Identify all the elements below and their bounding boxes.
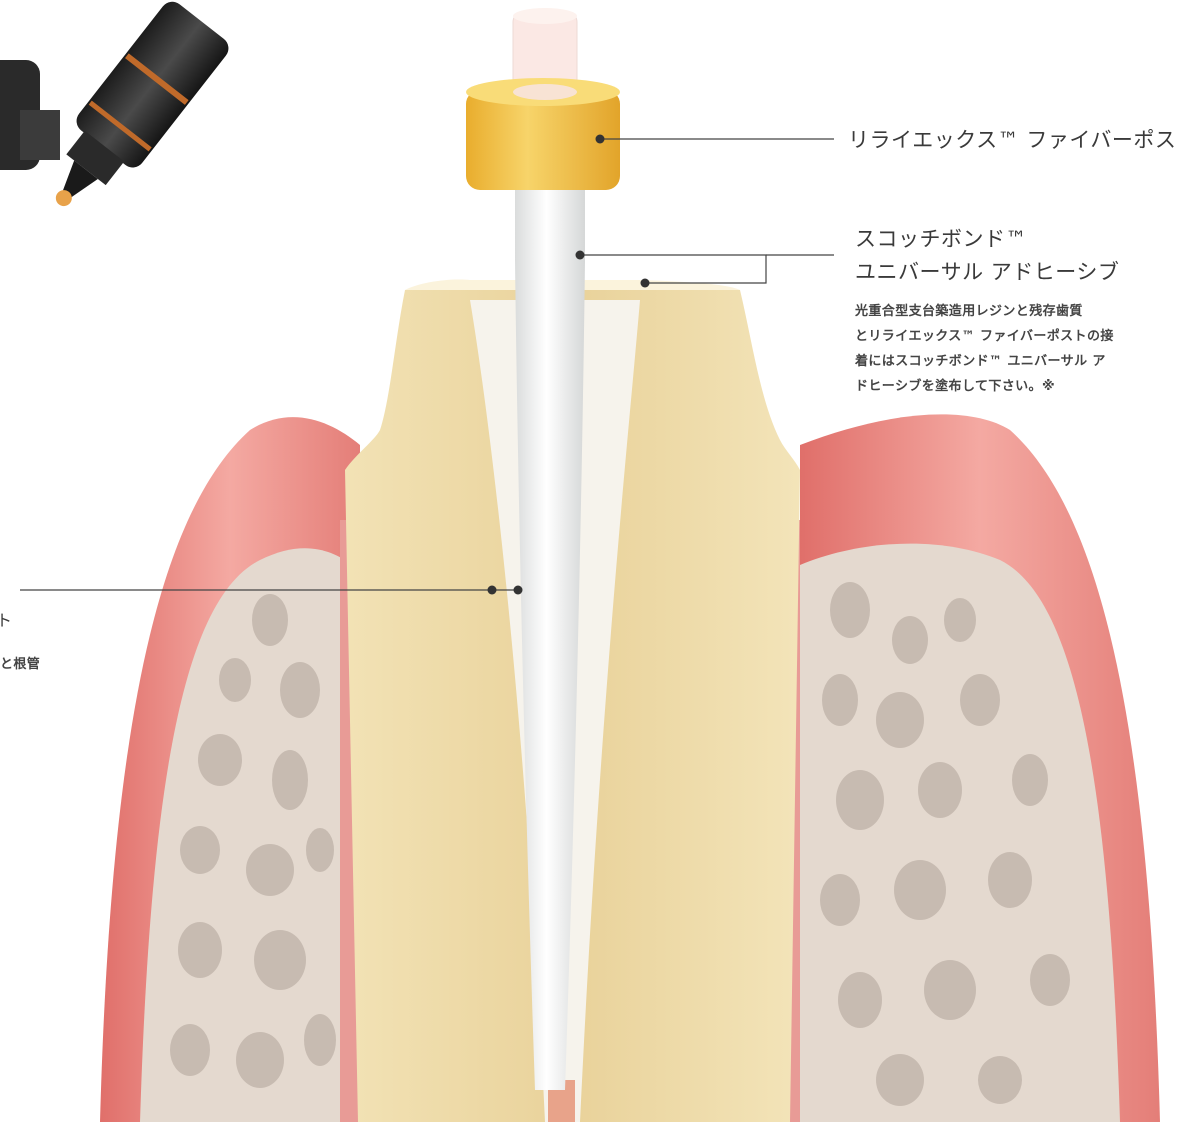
adhesive-note-line4: ドヒーシブを塗布して下さい。※ bbox=[855, 374, 1055, 399]
left-label-fragment-1: ト bbox=[0, 604, 13, 638]
adhesive-label-line2: ユニバーサル アドヒーシブ bbox=[855, 255, 1119, 289]
adhesive-note-line2: とリライエックス™ ファイバーポストの接 bbox=[855, 324, 1114, 349]
post-cap bbox=[466, 78, 620, 190]
bottle-cap-icon bbox=[0, 60, 60, 170]
fiber-post-label: リライエックス™ ファイバーポスト bbox=[848, 123, 1179, 157]
adhesive-label-line1: スコッチボンド™ bbox=[855, 222, 1027, 256]
left-label-fragment-2: と根管 bbox=[0, 652, 40, 677]
adhesive-note-line1: 光重合型支台築造用レジンと残存歯質 bbox=[855, 299, 1083, 324]
leader-adhesive bbox=[580, 255, 766, 283]
adhesive-note-line3: 着にはスコッチボンド™ ユニバーサル ア bbox=[855, 349, 1106, 374]
